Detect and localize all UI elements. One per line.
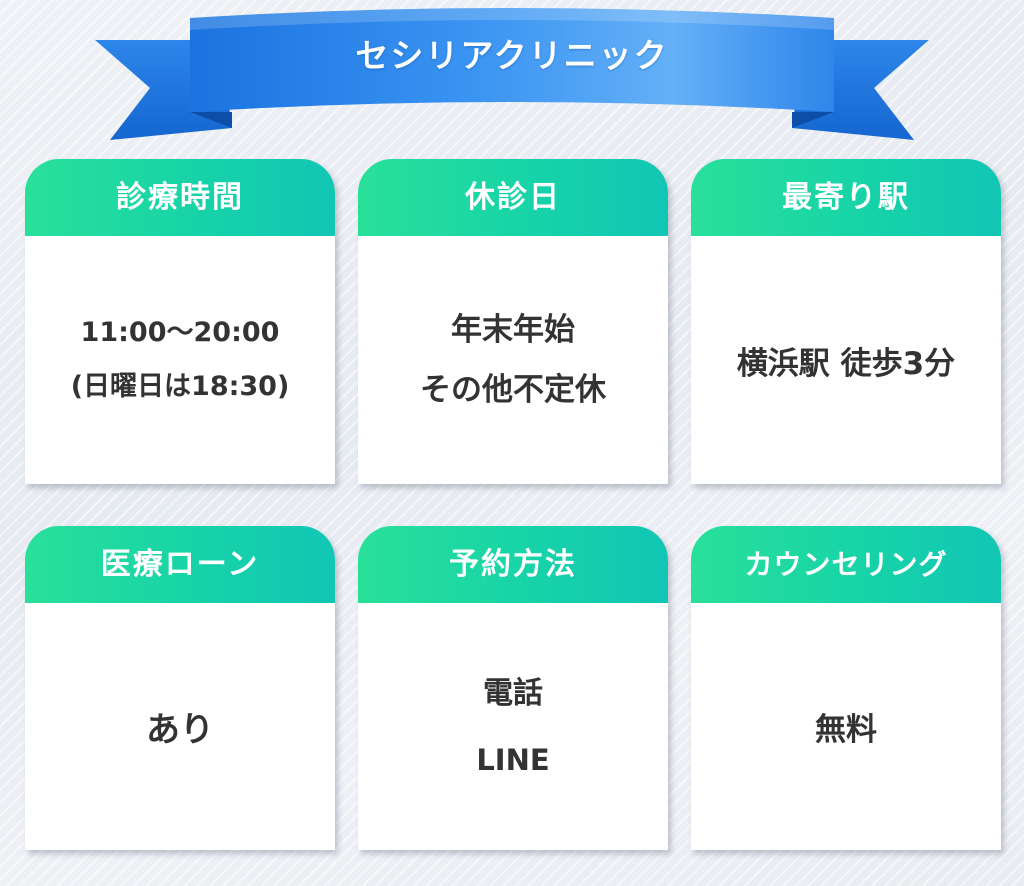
card-content: 横浜駅 徒歩3分 <box>691 236 1001 484</box>
info-card-closed-days: 休診日 年末年始 その他不定休 <box>358 159 668 484</box>
card-line: 無料 <box>815 712 877 748</box>
card-line: 横浜駅 徒歩3分 <box>736 345 956 382</box>
card-content: あり <box>25 603 335 850</box>
card-line: 11:00〜20:00 <box>80 317 280 348</box>
card-line: あり <box>146 710 214 750</box>
card-line: 電話 <box>483 675 543 711</box>
card-line: LINE <box>476 742 550 777</box>
card-content: 11:00〜20:00 (日曜日は18:30) <box>25 236 335 484</box>
card-heading: 最寄り駅 <box>691 159 1001 236</box>
card-content: 年末年始 その他不定休 <box>358 236 668 484</box>
clinic-name: セシリアクリニック <box>355 36 669 75</box>
card-line: (日曜日は18:30) <box>70 371 290 402</box>
info-card-medical-loan: 医療ローン あり <box>25 526 335 850</box>
card-heading: 医療ローン <box>25 526 335 603</box>
card-heading: カウンセリング <box>691 526 1001 603</box>
info-card-nearest-station: 最寄り駅 横浜駅 徒歩3分 <box>691 159 1001 484</box>
card-line: その他不定休 <box>420 372 606 408</box>
card-heading: 休診日 <box>358 159 668 236</box>
card-content: 無料 <box>691 603 1001 850</box>
info-card-counseling: カウンセリング 無料 <box>691 526 1001 850</box>
info-card-hours: 診療時間 11:00〜20:00 (日曜日は18:30) <box>25 159 335 484</box>
card-content: 電話 LINE <box>358 603 668 850</box>
card-heading: 診療時間 <box>25 159 335 236</box>
title-ribbon: セシリアクリニック <box>0 0 1024 150</box>
ribbon-graphic <box>95 8 929 140</box>
info-card-reservation: 予約方法 電話 LINE <box>358 526 668 850</box>
card-heading: 予約方法 <box>358 526 668 603</box>
card-line: 年末年始 <box>451 312 575 348</box>
